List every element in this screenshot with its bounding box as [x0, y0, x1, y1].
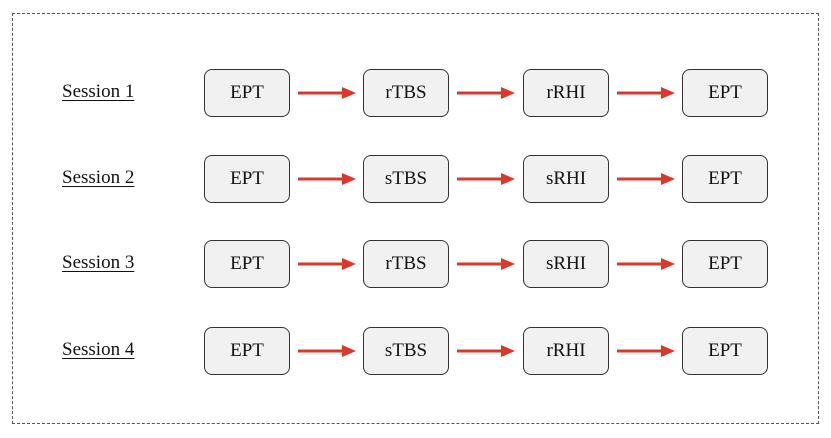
arrow-right-icon	[298, 87, 356, 99]
arrow-right-icon	[617, 258, 675, 270]
session-label: Session 3	[62, 252, 135, 273]
session-row: Session 4 EPT sTBS rRHI EPT	[0, 327, 831, 377]
arrow-right-icon	[617, 345, 675, 357]
step-box: EPT	[204, 155, 290, 203]
arrow-right-icon	[457, 258, 515, 270]
step-box: EPT	[204, 69, 290, 117]
session-label: Session 4	[62, 339, 135, 360]
arrow-right-icon	[457, 87, 515, 99]
step-box: rRHI	[523, 327, 609, 375]
session-label: Session 2	[62, 167, 135, 188]
step-box: EPT	[204, 240, 290, 288]
arrow-right-icon	[298, 173, 356, 185]
step-box: rRHI	[523, 69, 609, 117]
step-box: EPT	[682, 155, 768, 203]
step-box: EPT	[204, 327, 290, 375]
session-row: Session 3 EPT rTBS sRHI EPT	[0, 240, 831, 290]
session-row: Session 1 EPT rTBS rRHI EPT	[0, 69, 831, 119]
arrow-right-icon	[457, 173, 515, 185]
step-box: rTBS	[363, 240, 449, 288]
step-box: sRHI	[523, 155, 609, 203]
step-box: EPT	[682, 327, 768, 375]
step-box: EPT	[682, 240, 768, 288]
arrow-right-icon	[298, 258, 356, 270]
session-row: Session 2 EPT sTBS sRHI EPT	[0, 155, 831, 205]
arrow-right-icon	[617, 87, 675, 99]
session-label: Session 1	[62, 81, 135, 102]
step-box: sRHI	[523, 240, 609, 288]
arrow-right-icon	[298, 345, 356, 357]
arrow-right-icon	[457, 345, 515, 357]
step-box: sTBS	[363, 155, 449, 203]
arrow-right-icon	[617, 173, 675, 185]
step-box: rTBS	[363, 69, 449, 117]
step-box: sTBS	[363, 327, 449, 375]
step-box: EPT	[682, 69, 768, 117]
diagram-frame	[12, 13, 819, 424]
